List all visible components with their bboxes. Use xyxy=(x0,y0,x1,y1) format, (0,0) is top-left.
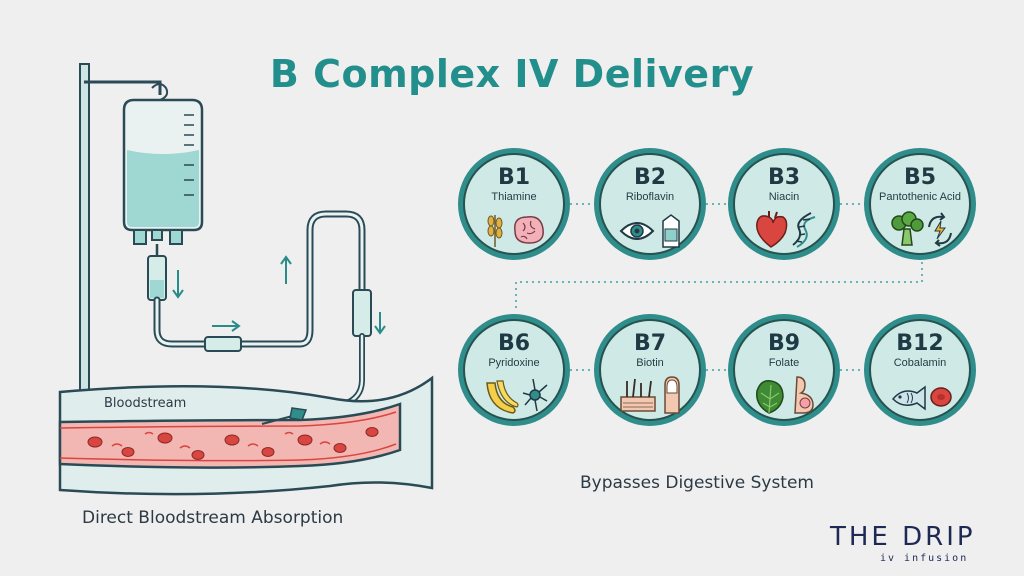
vitamin-name: Riboflavin xyxy=(625,191,675,203)
brain-icon xyxy=(514,216,544,244)
vitamin-name: Folate xyxy=(768,357,800,369)
energy-cycle-icon xyxy=(928,212,952,247)
bloodstream-label: Bloodstream xyxy=(104,396,187,411)
vitamin-b2-card: B2 Riboflavin xyxy=(594,148,706,260)
page-title: B Complex IV Delivery xyxy=(269,52,755,96)
vitamin-code: B3 xyxy=(767,165,801,190)
dna-icon xyxy=(792,212,816,248)
left-caption: Direct Bloodstream Absorption xyxy=(82,508,344,528)
vitamin-b3-card: B3 Niacin xyxy=(728,148,840,260)
banana-icon xyxy=(486,380,519,414)
vitamin-name: Cobalamin xyxy=(893,357,947,369)
fingernail-icon xyxy=(664,376,680,414)
vitamin-code: B7 xyxy=(633,331,667,356)
broccoli-icon xyxy=(891,211,924,246)
vitamin-code: B9 xyxy=(767,331,801,356)
vitamin-b12-card: B12 Cobalamin xyxy=(864,314,976,426)
vitamin-code: B12 xyxy=(896,331,944,356)
right-caption: Bypasses Digestive System xyxy=(580,473,814,493)
vitamin-b5-card: B5 Pantothenic Acid xyxy=(864,148,976,260)
pregnancy-icon xyxy=(794,376,814,414)
milk-carton-icon xyxy=(662,214,680,248)
brand-logo: THE DRIP iv infusion xyxy=(830,522,1000,564)
neuron-icon xyxy=(522,378,548,412)
logo-tagline: iv infusion xyxy=(880,553,969,564)
vitamin-code: B6 xyxy=(497,331,531,356)
vitamin-name: Pantothenic Acid xyxy=(879,191,961,203)
vitamin-b9-card: B9 Folate xyxy=(728,314,840,426)
vitamin-code: B2 xyxy=(633,165,667,190)
blood-vessel xyxy=(58,402,402,469)
vitamin-b6-card: B6 Pyridoxine xyxy=(458,314,570,426)
iv-bag xyxy=(122,98,204,245)
vitamin-name: Niacin xyxy=(768,191,800,203)
vitamin-name: Pyridoxine xyxy=(488,357,540,369)
red-blood-cell-icon xyxy=(930,387,952,407)
logo-wordmark: THE DRIP xyxy=(830,522,976,552)
vitamin-name: Biotin xyxy=(636,357,664,369)
vitamin-code: B5 xyxy=(903,165,937,190)
iv-drip-illustration xyxy=(58,63,434,496)
vitamin-b7-card: B7 Biotin xyxy=(594,314,706,426)
vitamin-b1-card: B1 Thiamine xyxy=(458,148,570,260)
heart-icon xyxy=(756,211,788,248)
eye-icon xyxy=(619,222,655,240)
hair-follicle-icon xyxy=(620,378,656,412)
vitamin-name: Thiamine xyxy=(491,191,537,203)
fish-icon xyxy=(891,385,926,411)
wheat-icon xyxy=(487,215,503,247)
iv-pole-hook xyxy=(84,80,162,95)
vitamin-code: B1 xyxy=(497,165,531,190)
spinach-leaf-icon xyxy=(756,379,784,414)
